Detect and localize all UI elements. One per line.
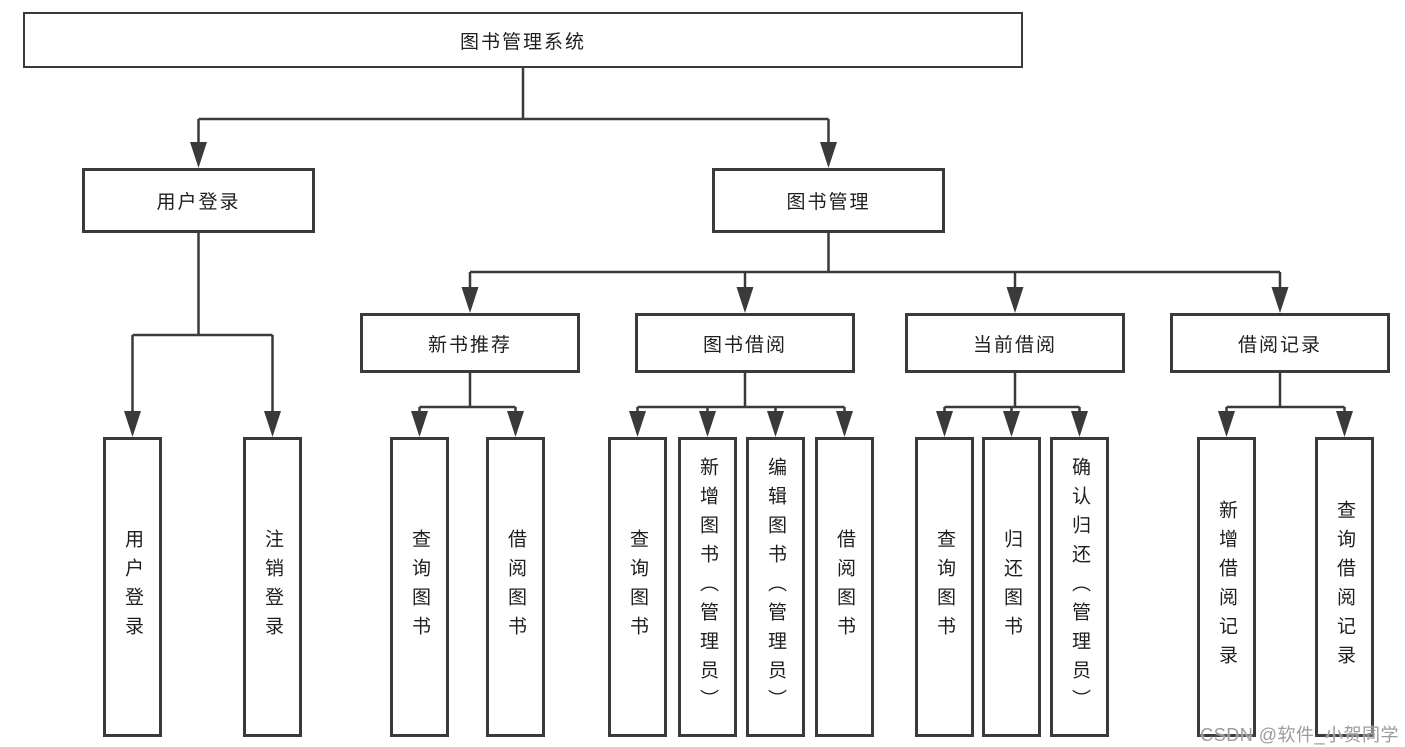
- leaf-query-book-current: 查询图书: [915, 437, 974, 737]
- arrow-down-icon: [461, 287, 479, 313]
- leaf-confirm-return-admin: 确认归还（管理员）: [1050, 437, 1109, 737]
- leaf-user-login: 用户登录: [103, 437, 162, 737]
- arrow-down-icon: [936, 411, 953, 437]
- arrow-down-icon: [629, 411, 646, 437]
- arrowheads-user-login: [124, 411, 281, 437]
- arrow-down-icon: [767, 411, 784, 437]
- leaf-borrow-book-recommend: 借阅图书: [486, 437, 545, 737]
- node-root-system: 图书管理系统: [23, 12, 1023, 68]
- connector-book-mgmt-to-level3: [468, 233, 1282, 291]
- arrow-down-icon: [507, 411, 524, 437]
- arrowheads-root-to-level2: [190, 142, 837, 168]
- arrow-down-icon: [736, 287, 754, 313]
- leaf-edit-book-admin: 编辑图书（管理员）: [746, 437, 805, 737]
- node-user-login: 用户登录: [82, 168, 315, 233]
- arrow-down-icon: [1271, 287, 1289, 313]
- node-book-borrow: 图书借阅: [635, 313, 855, 373]
- node-borrow-records: 借阅记录: [1170, 313, 1390, 373]
- arrow-down-icon: [1006, 287, 1024, 313]
- connector-current-borrow-to-leaves: [943, 373, 1081, 414]
- leaf-add-book-admin: 新增图书（管理员）: [678, 437, 737, 737]
- arrow-down-icon: [820, 142, 837, 168]
- connector-book-borrow-to-leaves: [636, 373, 846, 414]
- arrowheads-current-borrow: [936, 411, 1088, 437]
- watermark-text: CSDN @软件_小贺同学: [1200, 725, 1399, 745]
- leaf-query-book-borrow: 查询图书: [608, 437, 667, 737]
- node-new-book-recommend: 新书推荐: [360, 313, 580, 373]
- leaf-return-book: 归还图书: [982, 437, 1041, 737]
- arrow-down-icon: [264, 411, 281, 437]
- arrow-down-icon: [124, 411, 141, 437]
- arrow-down-icon: [190, 142, 207, 168]
- arrowheads-level3: [461, 287, 1289, 313]
- arrow-down-icon: [1003, 411, 1020, 437]
- arrow-down-icon: [699, 411, 716, 437]
- node-book-management: 图书管理: [712, 168, 945, 233]
- arrow-down-icon: [836, 411, 853, 437]
- arrowheads-new-book: [411, 411, 524, 437]
- connector-root-to-level2: [197, 68, 830, 145]
- leaf-logout: 注销登录: [243, 437, 302, 737]
- arrow-down-icon: [1336, 411, 1353, 437]
- connector-borrow-record-to-leaves: [1225, 373, 1346, 414]
- leaf-query-book-recommend: 查询图书: [390, 437, 449, 737]
- connector-user-login-to-leaves: [131, 233, 274, 414]
- connector-new-book-to-leaves: [418, 373, 517, 414]
- leaf-borrow-book: 借阅图书: [815, 437, 874, 737]
- arrowheads-book-borrow: [629, 411, 853, 437]
- leaf-add-borrow-record: 新增借阅记录: [1197, 437, 1256, 737]
- arrow-down-icon: [1071, 411, 1088, 437]
- leaf-query-borrow-record: 查询借阅记录: [1315, 437, 1374, 737]
- arrowheads-borrow-record: [1218, 411, 1353, 437]
- arrow-down-icon: [411, 411, 428, 437]
- arrow-down-icon: [1218, 411, 1235, 437]
- node-current-borrow: 当前借阅: [905, 313, 1125, 373]
